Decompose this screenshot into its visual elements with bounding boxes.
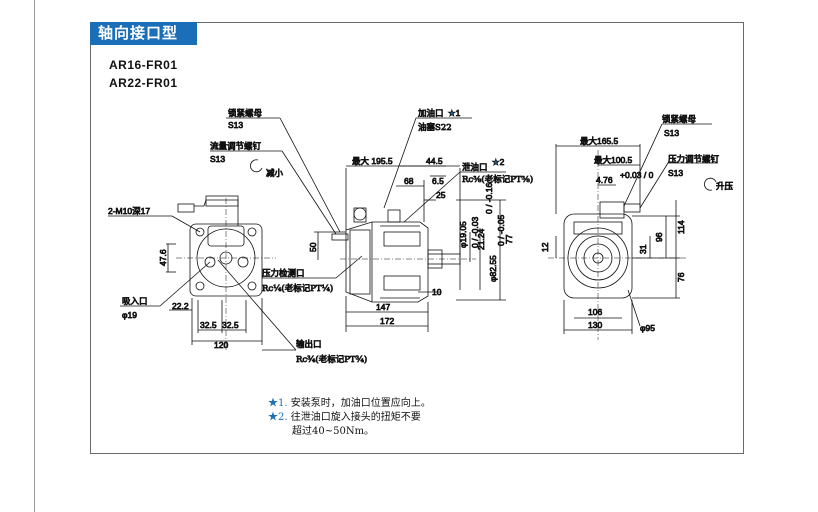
note-3: 超过40~50Nm。 [292,426,375,437]
dim-31: 31 [638,244,648,254]
dim-phi-82-55-tol: 0 / -0.05 [496,215,506,246]
dim-44-5: 44.5 [426,156,443,166]
increase-arrow-icon [704,177,717,191]
drain-port-thread: Rc⅜(老标记PT⅜) [462,174,533,185]
dim-32-5-b: 32.5 [222,320,239,330]
decrease-label: 减小 [266,168,284,179]
dim-32-5-a: 32.5 [200,320,217,330]
star-mark-2: ★2 [492,157,505,167]
m10-label: 2-M10深17 [108,206,150,216]
lock-nut-size: S13 [228,120,243,130]
dim-120: 120 [214,340,228,350]
outlet-label: 输出口 [296,339,322,350]
drawing-frame [90,22,744,454]
note-2: ★2. 往泄油口旋入接头的扭矩不要 [268,412,421,423]
dim-147: 147 [376,302,390,312]
dim-114: 114 [676,220,686,234]
oil-plug-label: 油塞S22 [418,122,452,133]
outlet-thread: Rc¾(老标记PT¾) [296,354,367,365]
rear-diameter-label: φ95 [640,323,655,333]
dim-10: 10 [432,287,442,297]
front-view [108,195,276,350]
dim-96: 96 [654,232,664,242]
section-title: 轴向接口型 [90,22,197,45]
dim-max-100-5: 最大100.5 [594,155,633,165]
dim-106: 106 [588,307,602,317]
page-left-rule [34,0,35,512]
dim-phi-82-55: φ82.55 [488,255,498,282]
dim-22-2: 22.2 [172,301,189,311]
rear-lock-nut-size: S13 [664,128,679,138]
dim-21-24: 21.24 [476,228,486,250]
dim-172: 172 [380,316,394,326]
dim-68: 68 [404,176,414,186]
model-name-2: AR22-FR01 [109,76,178,90]
dim-47-6: 47.6 [158,249,168,266]
dim-130: 130 [588,320,602,330]
flow-screw-label: 流量调节螺钉 [210,141,262,152]
dim-4-76: 4.76 [596,175,613,185]
dim-12: 12 [540,242,550,252]
dim-phi-19-05-tol: 0 / -0.03 [470,217,480,248]
gauge-port-thread: Rc¼(老标记PT¼) [262,283,333,294]
dim-4-76-tol: +0.03 / 0 [620,170,654,180]
lock-nut-label: 锁紧螺母 [228,108,262,119]
side-view [210,117,506,351]
dim-6-5: 6.5 [432,176,444,186]
flow-screw-size: S13 [210,154,225,164]
pressure-screw-label: 压力调节螺钉 [668,154,720,165]
gauge-port-label: 压力检测口 [262,268,305,279]
fill-port-label: 加油口 [418,108,444,119]
notes: ★1. 安装泵时，加油口位置应向上。 ★2. 往泄油口旋入接头的扭矩不要 超过4… [268,397,431,439]
dim-50: 50 [308,242,318,252]
model-name-1: AR16-FR01 [109,58,178,72]
dim-76: 76 [676,272,686,282]
increase-label: 升压 [716,181,734,192]
dim-max-195: 最大 195.5 [352,156,393,166]
drain-port-label: 泄油口 [462,162,488,173]
dim-max-165-5: 最大165.5 [580,136,619,146]
dim-phi-19-05: φ19.05 [458,221,468,248]
inlet-label: 吸入口 [122,297,148,307]
pressure-screw-size: S13 [668,168,683,178]
dim-25: 25 [436,190,446,200]
star-mark-1: ★1 [448,108,461,118]
note-1: ★1. 安装泵时，加油口位置应向上。 [268,398,431,409]
inlet-size: φ19 [122,310,137,320]
dim-21-24-tol: 0 / -0.16 [484,183,494,214]
rear-view [548,123,718,340]
decrease-arrow-icon [250,159,263,173]
rear-lock-nut-label: 锁紧螺母 [662,114,696,125]
dim-77: 77 [504,234,514,244]
